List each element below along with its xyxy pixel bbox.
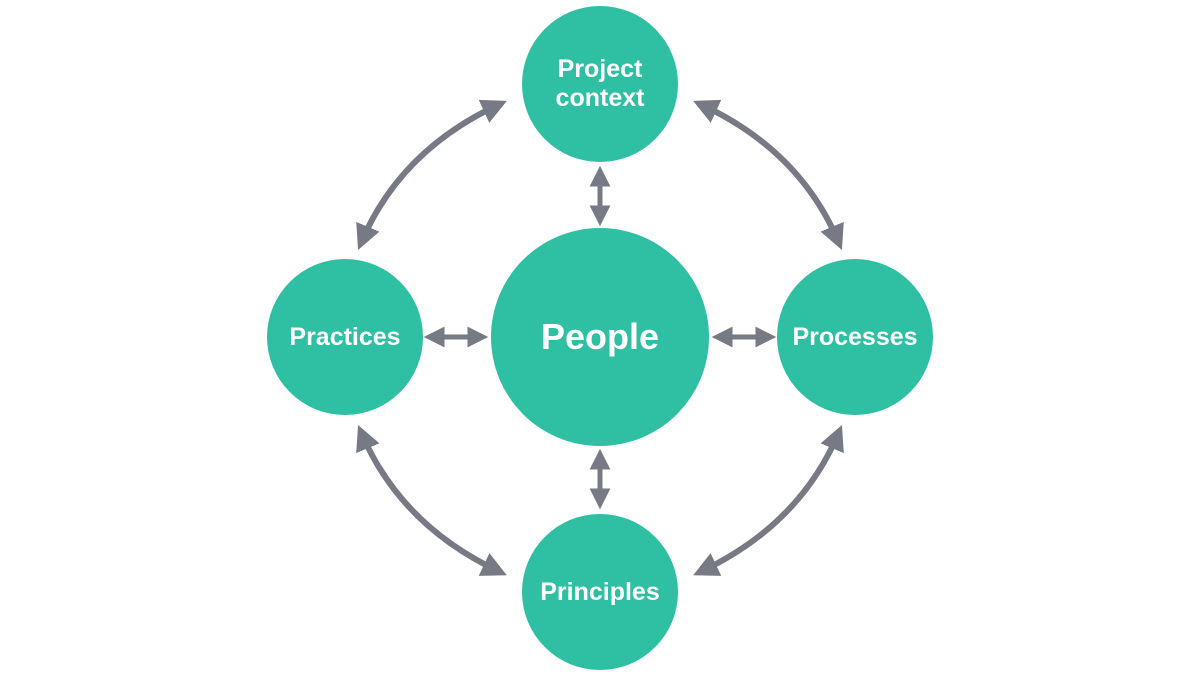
node-practices: Practices bbox=[267, 259, 423, 415]
arrow-bottom-right-curve bbox=[693, 425, 844, 576]
node-processes: Processes bbox=[777, 259, 933, 415]
node-principles-label: Principles bbox=[540, 577, 660, 606]
node-principles: Principles bbox=[522, 514, 678, 670]
node-people-label: People bbox=[540, 316, 660, 358]
node-processes-label: Processes bbox=[792, 322, 918, 351]
arrow-top-right-curve bbox=[693, 99, 844, 250]
node-project-context-line2: context bbox=[555, 84, 645, 112]
node-practices-label: Practices bbox=[289, 322, 401, 351]
node-project-context: Project context bbox=[522, 6, 678, 162]
arrow-top-left-curve bbox=[356, 99, 507, 250]
node-people: People bbox=[491, 228, 709, 446]
arrow-bottom-left-curve bbox=[356, 425, 507, 576]
node-project-context-line1: Project bbox=[557, 55, 643, 84]
